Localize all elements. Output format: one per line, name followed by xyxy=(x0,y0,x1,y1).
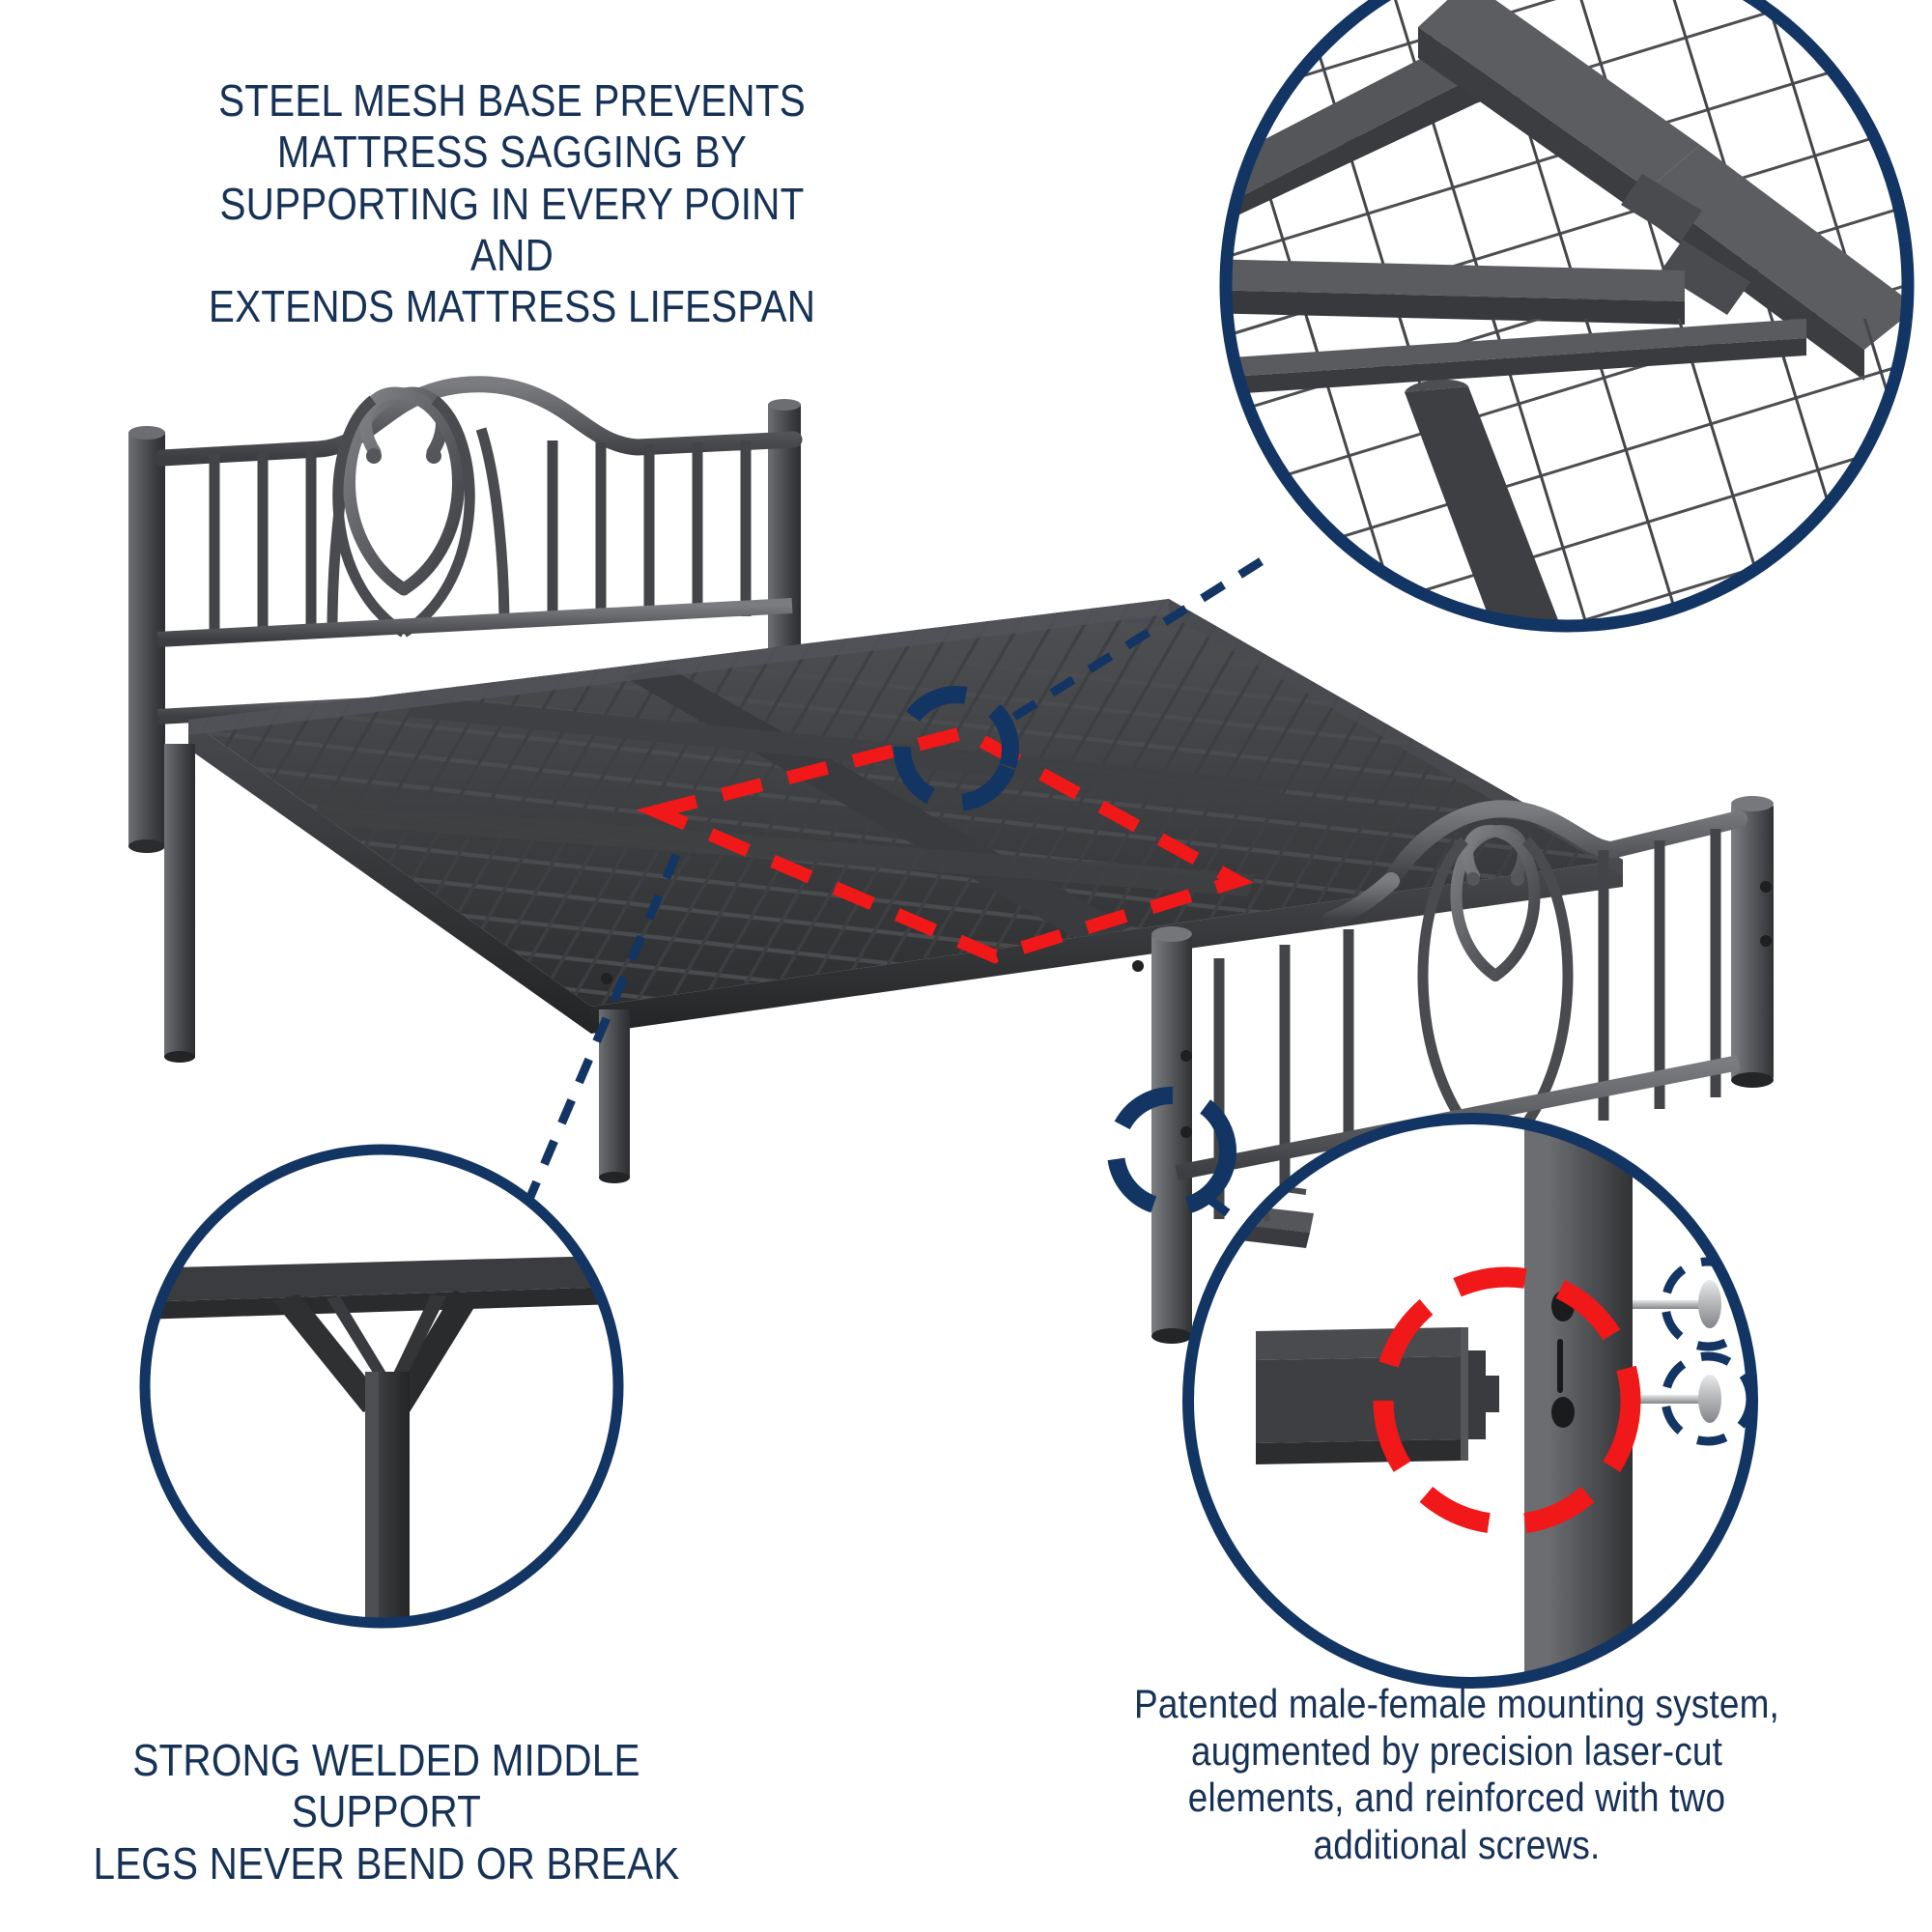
footboard-front-post xyxy=(1151,926,1192,1344)
middle-support-red-highlight xyxy=(636,724,1254,964)
screw-upper xyxy=(1633,1280,1721,1328)
mounting-callout-connector xyxy=(1205,1194,1326,1289)
callout-mesh-detail xyxy=(1219,0,1915,633)
callout-mounting-system xyxy=(1182,1113,1758,1689)
callout-support-leg xyxy=(139,1144,624,1629)
joint-highlight-ring xyxy=(1373,1266,1641,1535)
bottom-right-caption: Patented male-female mounting system, au… xyxy=(1133,1681,1780,1868)
bottom-left-caption: STRONG WELDED MIDDLE SUPPORT LEGS NEVER … xyxy=(93,1735,680,1889)
support-callout-connector xyxy=(517,853,681,1219)
mesh-callout-connector xyxy=(1011,549,1278,721)
top-caption: STEEL MESH BASE PREVENTS MATTRESS SAGGIN… xyxy=(208,75,816,332)
bed-legs xyxy=(164,744,630,1183)
footboard-rear-post xyxy=(1731,796,1774,1088)
screw-lower xyxy=(1633,1375,1721,1423)
mounting-callout-marker xyxy=(1107,1087,1236,1216)
mesh-deck xyxy=(188,599,1623,1034)
bed-frame xyxy=(128,376,1774,1344)
mesh-callout-marker xyxy=(894,686,1019,811)
